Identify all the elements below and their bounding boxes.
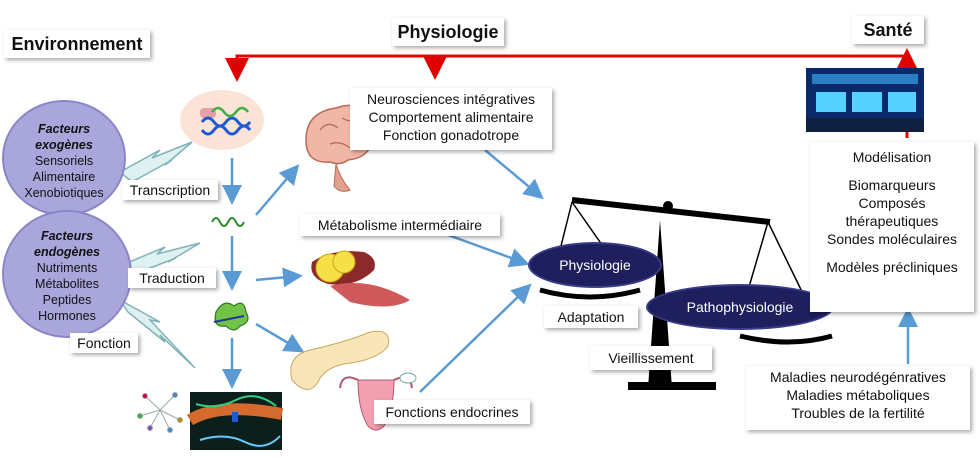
neuro-line: Neurosciences intégratives [366, 91, 536, 107]
sante-line: thérapeutiques [845, 213, 939, 229]
disease-line: Maladies métaboliques [786, 387, 930, 403]
header-environnement: Environnement [4, 30, 150, 58]
label-fonction: Fonction [70, 333, 138, 353]
cell-image [186, 392, 284, 450]
exogenous-item: Xenobiotiques [24, 186, 104, 200]
label-traduction: Traduction [128, 268, 216, 288]
mrna-icon [211, 217, 245, 227]
exogenous-factors-circle: Facteurs exogènes Sensoriels Alimentaire… [2, 100, 126, 216]
liver-muscle-icon [311, 250, 410, 307]
protein-icon [213, 302, 249, 331]
sante-line: Biomarqueurs [848, 177, 936, 193]
sante-line: Modèles précliniques [826, 259, 958, 275]
diseases-box: Maladies neurodégénratives Maladies méta… [746, 366, 970, 430]
pathophysiologie-ellipse: Pathophysiologie [646, 284, 834, 330]
physiologie-ellipse: Physiologie [528, 242, 662, 288]
exogenous-item: Sensoriels [34, 154, 94, 168]
label-transcription: Transcription [122, 180, 218, 200]
lightning-bolt-fonction [119, 299, 196, 369]
endogenous-item: Nutriments [36, 261, 98, 275]
endogenous-item: Peptides [42, 293, 92, 307]
neuro-box: Neurosciences intégratives Comportement … [350, 88, 552, 150]
endogenous-factors-circle: Facteurs endogènes Nutriments Métabolite… [2, 210, 132, 338]
digital-health-image [806, 68, 924, 132]
endogenous-item: Hormones [38, 309, 96, 323]
dna-icon [180, 90, 264, 150]
header-physiologie: Physiologie [392, 18, 504, 46]
disease-line: Troubles de la fertilité [791, 405, 925, 421]
metabolisme-box: Métabolisme intermédiaire [300, 214, 500, 236]
lightning-bolt-transcription [118, 141, 193, 183]
sante-line: Modélisation [852, 149, 932, 165]
network-icon [137, 392, 183, 433]
exogenous-title-1: Facteurs [37, 122, 91, 136]
endogenous-title-2: endogènes [34, 245, 100, 259]
neuro-line: Comportement alimentaire [368, 109, 534, 125]
sante-line: Composés [858, 195, 926, 211]
endogenous-title-1: Facteurs [40, 229, 94, 243]
endogenous-item: Métabolites [35, 277, 99, 291]
header-sante: Santé [852, 16, 924, 44]
neuro-line: Fonction gonadotrope [382, 127, 520, 143]
disease-line: Maladies neurodégénratives [770, 369, 946, 385]
pathway-arrows [222, 149, 918, 393]
sante-line: Sondes moléculaires [827, 231, 957, 247]
sante-box: Modélisation Biomarqueurs Composés théra… [810, 142, 974, 312]
vieillissement-box: Vieillissement [590, 346, 712, 370]
exogenous-item: Alimentaire [32, 170, 96, 184]
adaptation-box: Adaptation [544, 306, 638, 328]
endocrines-box: Fonctions endocrines [374, 400, 530, 424]
exogenous-title-2: exogènes [35, 138, 93, 152]
